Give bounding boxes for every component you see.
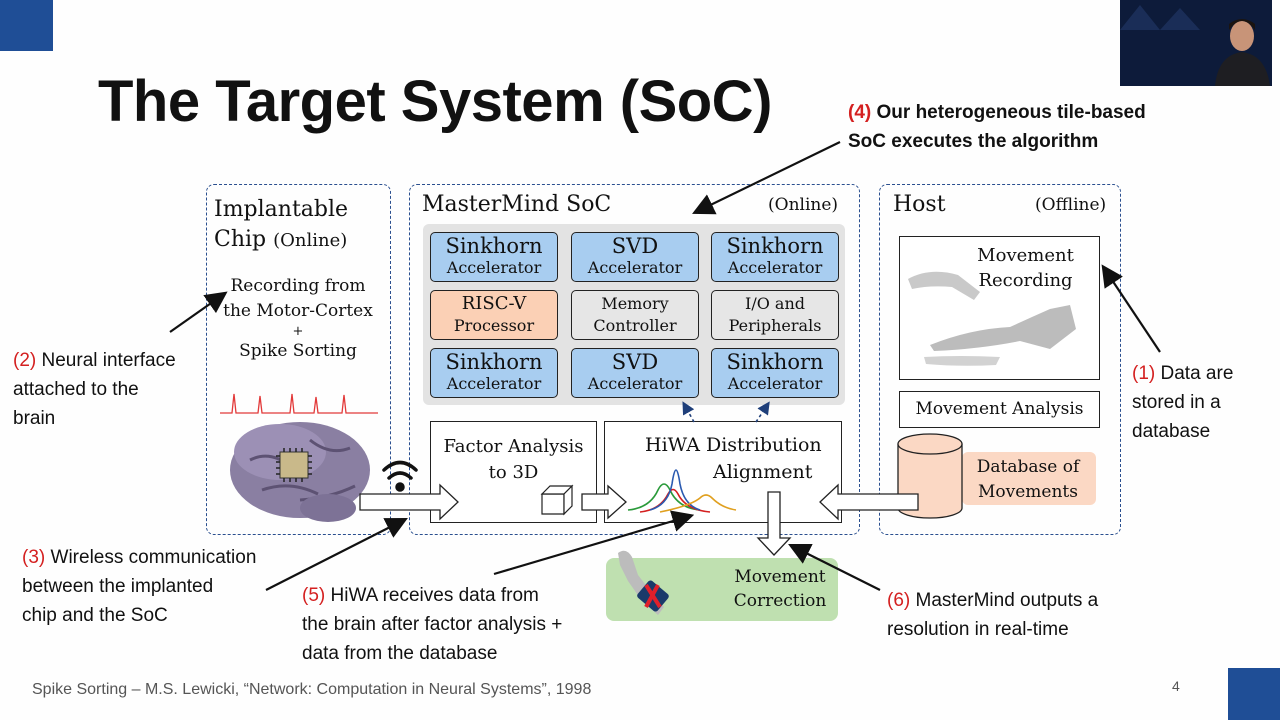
database-label-bg	[962, 452, 1096, 505]
brain-icon	[230, 422, 370, 522]
citation-footer: Spike Sorting – M.S. Lewicki, “Network: …	[32, 681, 592, 698]
annotation-5: (5) HiWA receives data from the brain af…	[302, 585, 563, 664]
annotation-6-arrow	[788, 544, 881, 591]
arrow-implant-to-soc	[359, 483, 459, 521]
mastermind-soc-panel	[409, 184, 860, 535]
annotation-3-arrow	[265, 518, 408, 591]
corner-decoration-top-left	[0, 0, 53, 51]
arm-motion-icon	[908, 271, 1076, 366]
implant-title: Implantable Chip (Online)	[214, 197, 349, 252]
annotation-4: (4) Our heterogeneous tile-based SoC exe…	[848, 102, 1146, 152]
implant-description: Recording from the Motor-Cortex + Spike …	[223, 276, 373, 361]
annotation-3: (3) Wireless communication between the i…	[22, 547, 257, 626]
distribution-curves-icon	[627, 469, 737, 513]
annotation-6: (6) MasterMind outputs a resolution in r…	[887, 590, 1099, 640]
arrow-db-to-hiwa	[819, 483, 919, 521]
annotation-2-arrow	[169, 291, 228, 333]
host-panel	[879, 184, 1121, 535]
prosthetic-arm-icon	[618, 550, 669, 615]
page-number: 4	[1172, 678, 1180, 694]
spike-trace-icon	[220, 393, 378, 414]
annotation-1: (1) Data are stored in a database	[1132, 363, 1234, 442]
presenter-video-icon	[1120, 0, 1272, 86]
host-status: (Offline)	[1035, 195, 1107, 215]
presenter-webcam	[1120, 0, 1272, 86]
implantable-chip-panel	[206, 184, 391, 535]
cube-icon	[540, 484, 574, 516]
soc-status: (Online)	[768, 195, 839, 215]
hiwa-to-tile-arrow	[755, 401, 770, 423]
annotation-2: (2) Neural interface attached to the bra…	[13, 350, 176, 429]
annotation-5-arrow	[493, 510, 695, 576]
movement-correction-label: Movement Correction	[733, 567, 827, 611]
arrow-factor-to-hiwa	[581, 484, 627, 520]
movement-recording-box: Movement Recording	[899, 236, 1100, 380]
hiwa-to-tile-arrow	[682, 401, 695, 423]
movement-analysis-box: Movement Analysis	[899, 391, 1100, 428]
wireless-icon	[382, 460, 418, 492]
database-of-movements: Database of Movements	[976, 457, 1080, 502]
host-title: Host	[893, 192, 946, 217]
slide-title: The Target System (SoC)	[98, 69, 772, 134]
soc-title: MasterMind SoC	[422, 192, 612, 217]
annotation-1-arrow	[1101, 264, 1161, 353]
arrow-hiwa-to-correction	[756, 491, 792, 556]
corner-decoration-bottom-right	[1228, 668, 1280, 720]
annotation-4-arrow	[692, 141, 841, 215]
